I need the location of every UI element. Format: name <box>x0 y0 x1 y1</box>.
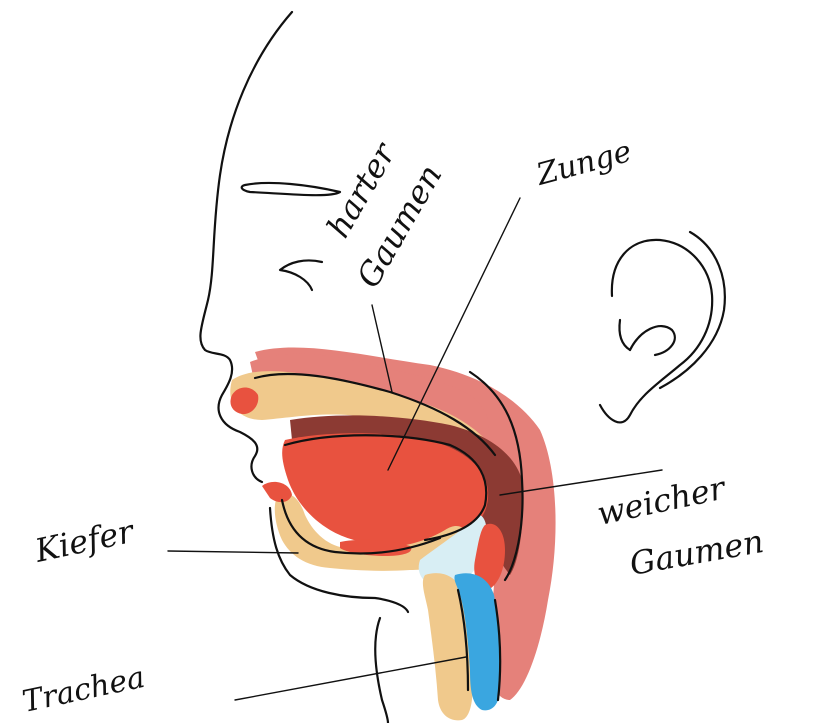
label-zunge: Zunge <box>532 134 635 193</box>
leader-trachea <box>235 657 466 700</box>
neck-front-outline <box>375 618 388 723</box>
eye <box>280 260 322 290</box>
label-kiefer: Kiefer <box>31 512 139 570</box>
label-trachea: Trachea <box>19 660 148 720</box>
label-weicher-gaumen: Gaumen <box>627 522 767 583</box>
ear-fold <box>619 320 630 350</box>
eyebrow <box>242 183 340 195</box>
lower-lip <box>262 482 292 502</box>
ear <box>600 240 712 423</box>
ear-canal <box>630 326 675 355</box>
